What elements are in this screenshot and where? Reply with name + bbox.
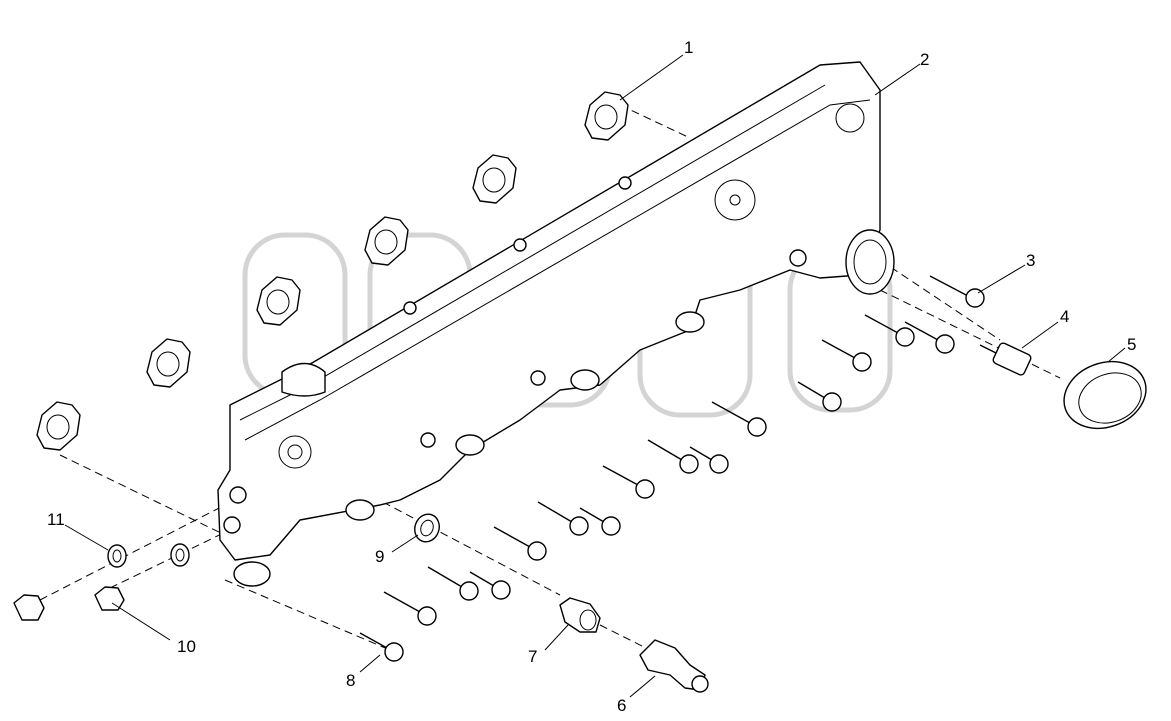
bolt [359,632,404,662]
bolt [537,501,589,536]
callout-1: 1 [684,38,693,57]
callout-8: 8 [346,671,355,690]
callout-2: 2 [920,50,929,69]
bolt [711,401,767,437]
bolt [797,381,842,412]
callout-7: 7 [528,647,537,666]
leader-lines [64,54,1126,698]
bolt [864,314,915,347]
bolt [602,465,655,499]
callout-10: 10 [177,637,196,656]
bolt [469,571,511,600]
bolt [647,439,699,474]
callout-labels: 1 2 3 4 5 6 7 8 9 10 11 [47,38,1136,715]
sensor [979,342,1032,376]
bolt [821,339,872,372]
sleeve-ring [1063,360,1147,430]
bolt [904,321,955,354]
callout-9: 9 [375,547,384,566]
callout-3: 3 [1026,251,1035,270]
bolt [427,566,479,601]
bolt [689,446,729,474]
bolt [579,507,621,536]
exhaust-manifold [217,61,895,587]
gaskets [36,91,629,451]
washers [107,513,440,568]
bolt [493,526,547,561]
bolt [929,275,985,308]
callout-5: 5 [1127,335,1136,354]
bolts [359,275,985,662]
plugs [13,586,125,621]
callout-11: 11 [47,510,65,529]
nut [559,597,601,633]
fitting [639,639,709,693]
callout-6: 6 [617,696,626,715]
bolt [383,591,437,626]
callout-4: 4 [1060,307,1069,326]
